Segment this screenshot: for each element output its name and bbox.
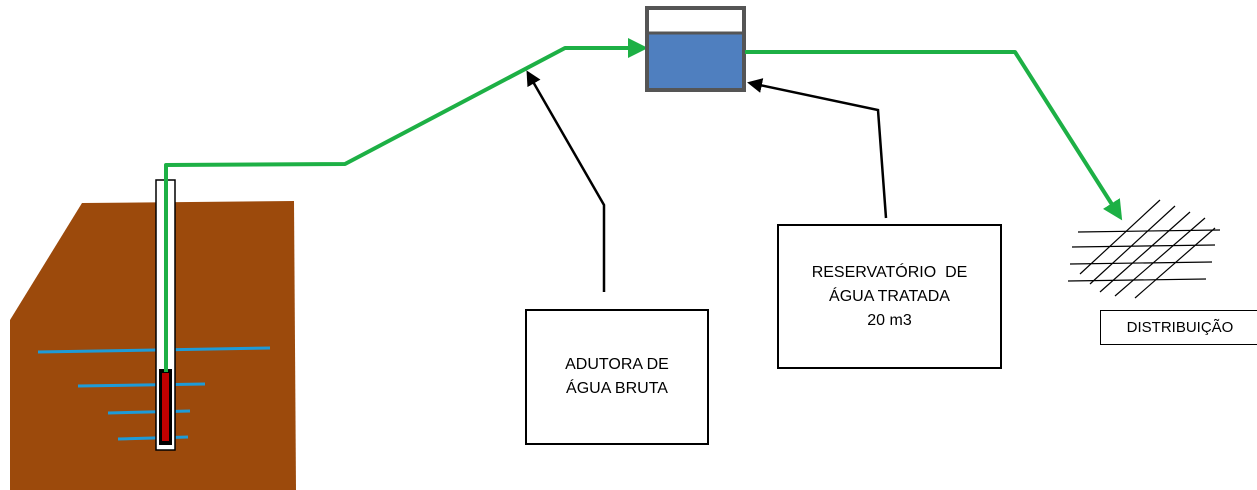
distribution-grid-icon — [1067, 199, 1221, 299]
submersible-pump-icon — [159, 369, 172, 445]
reservatorio-label-line: ÁGUA TRATADA — [829, 287, 950, 305]
adutora-label-line: ADUTORA DE — [565, 356, 669, 373]
water-level-line — [77, 382, 206, 388]
reservatorio-pointer-line — [747, 78, 888, 219]
adutora-label-box: ADUTORA DE ÁGUA BRUTA — [525, 309, 709, 445]
water-level-line — [37, 346, 271, 354]
distribution-pipe — [745, 50, 1123, 221]
ground-soil — [10, 201, 296, 490]
reservatorio-label-line: RESERVATÓRIO DE — [811, 263, 968, 281]
adutora-pointer-line — [526, 70, 606, 292]
distribuicao-label: DISTRIBUIÇÃO — [1126, 318, 1234, 336]
water-tank-icon — [645, 6, 746, 92]
adutora-label-line: ÁGUA BRUTA — [566, 380, 668, 397]
distribuicao-label-box: DISTRIBUIÇÃO — [1100, 310, 1257, 345]
water-level-line — [107, 409, 191, 415]
water-level-line — [117, 435, 189, 441]
reservatorio-label-box: RESERVATÓRIO DE ÁGUA TRATADA 20 m3 — [777, 224, 1002, 369]
reservatorio-capacity: 20 m3 — [867, 311, 912, 329]
raw-water-pipe — [164, 38, 648, 372]
